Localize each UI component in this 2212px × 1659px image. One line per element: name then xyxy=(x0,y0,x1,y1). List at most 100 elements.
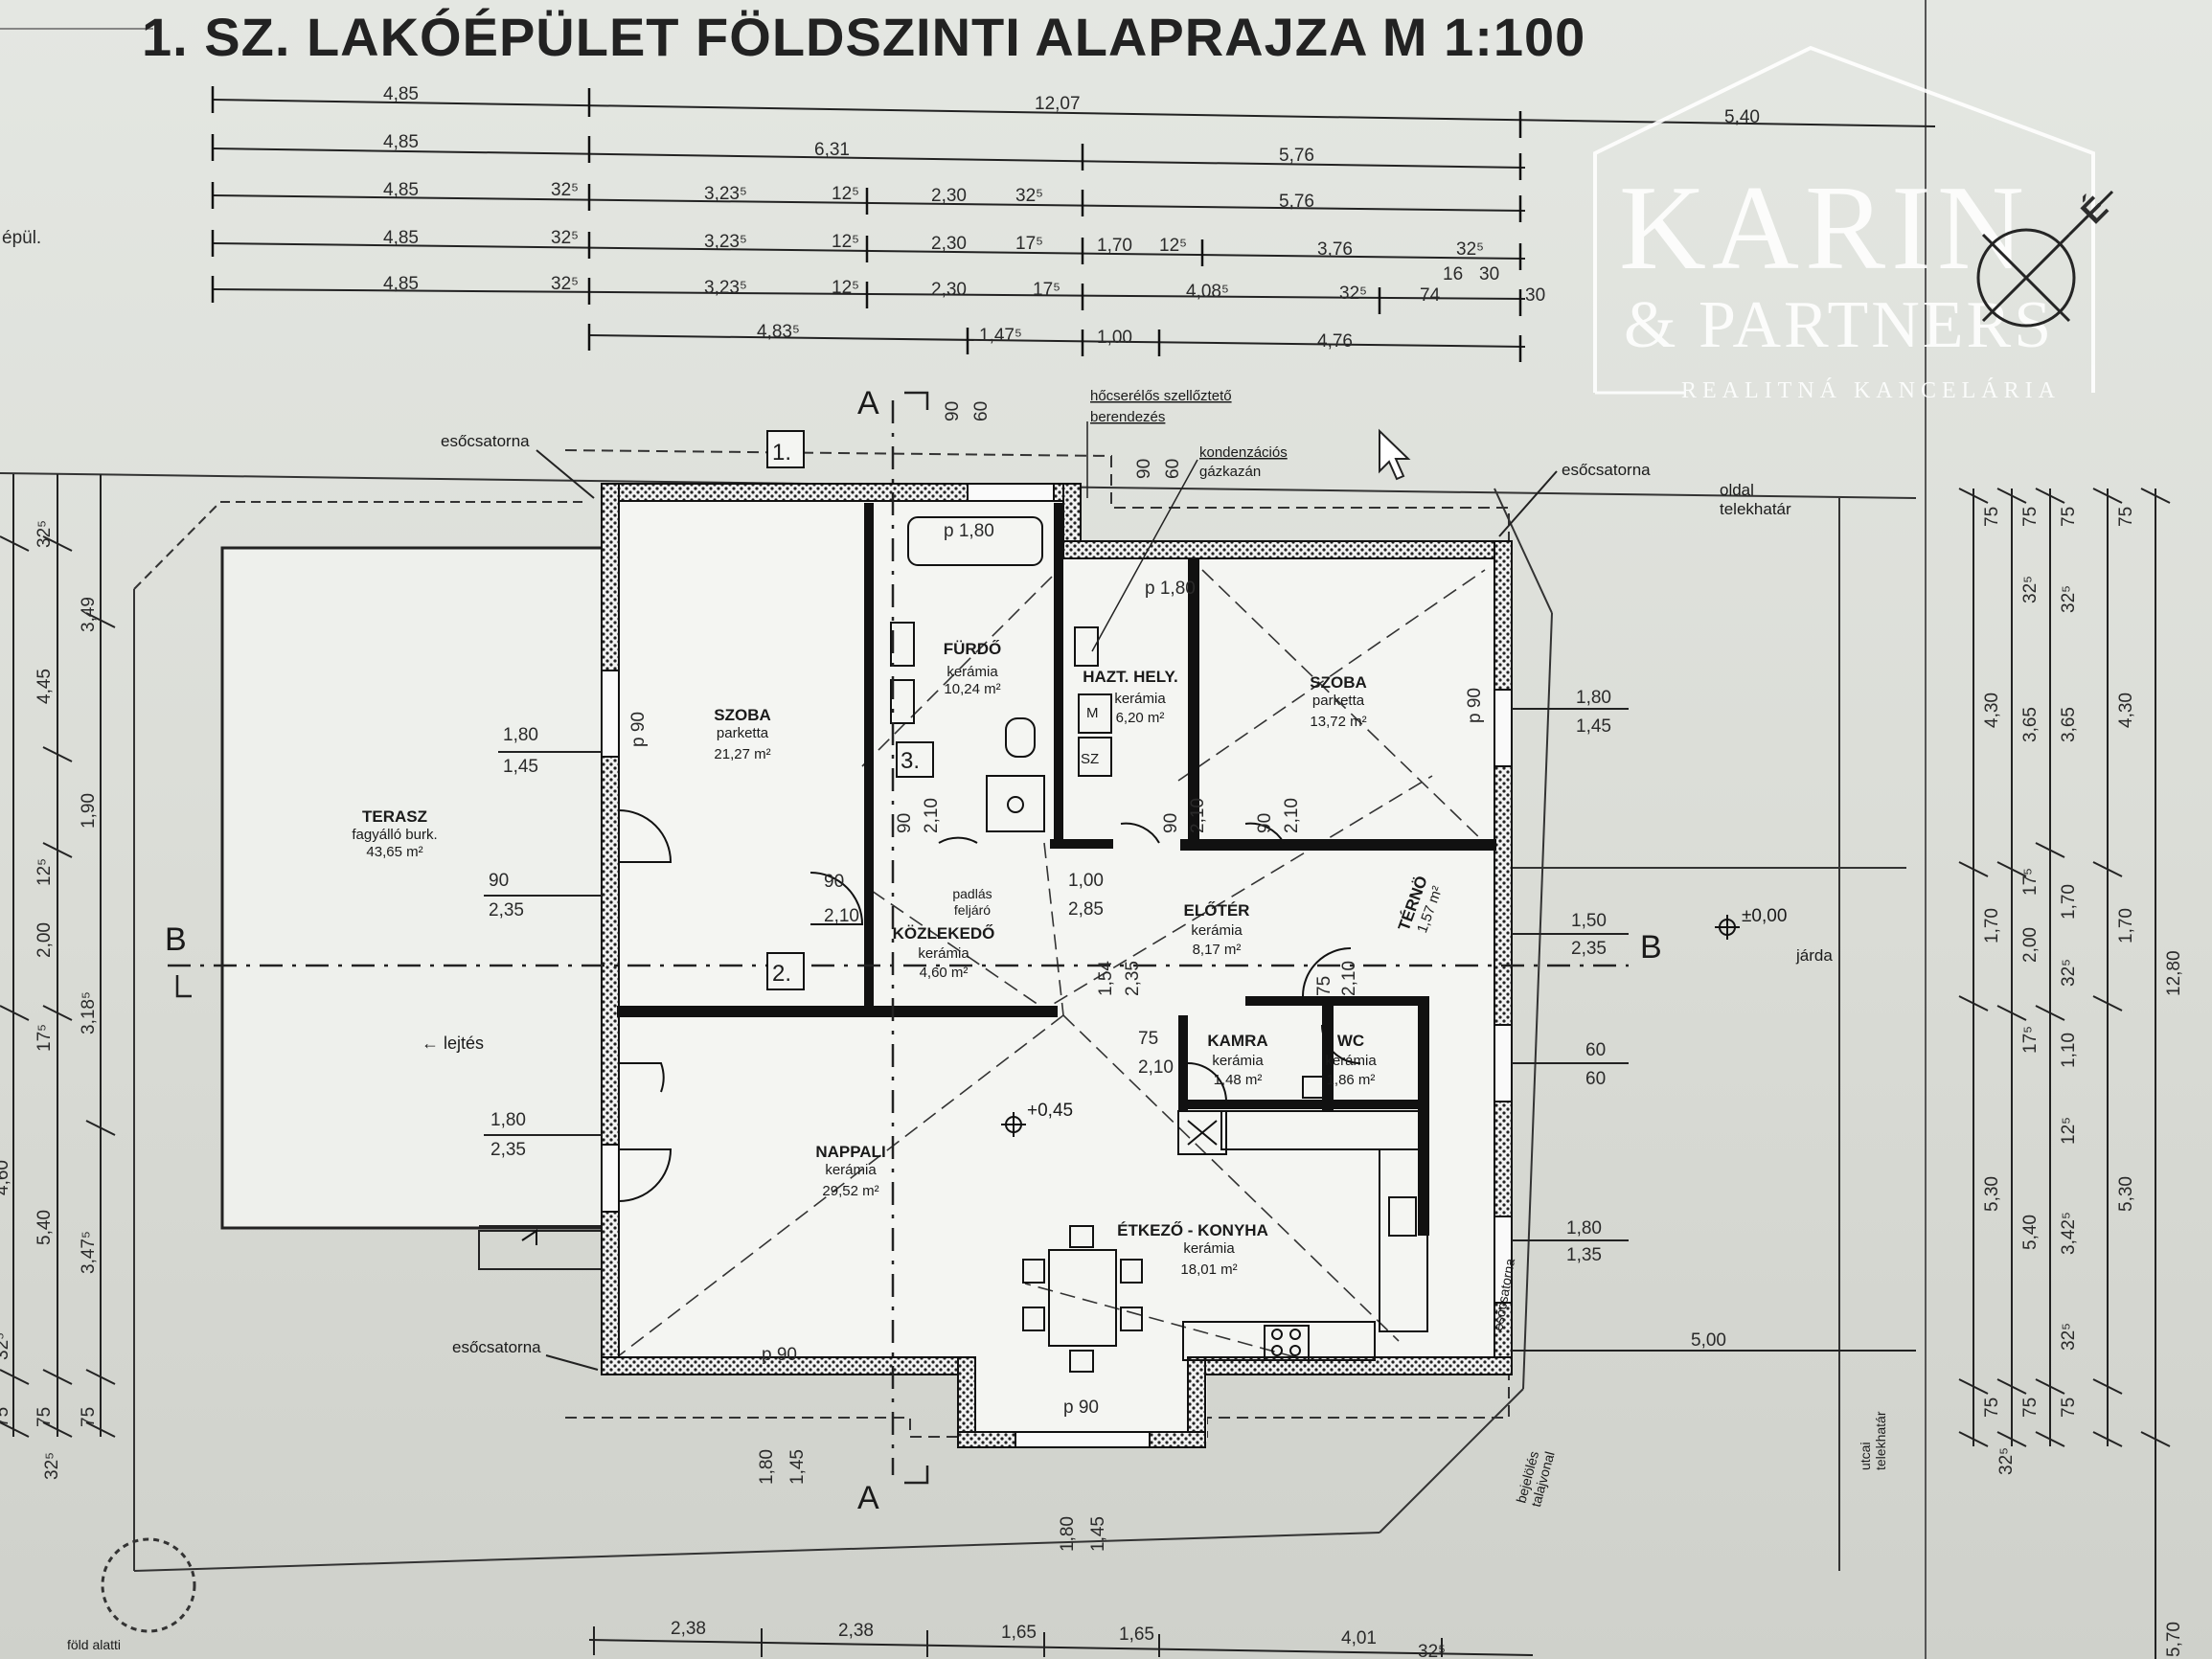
dim-r3-5: 32⁵ xyxy=(1015,186,1043,206)
windows xyxy=(601,483,1513,1448)
dim-r4-1: 32⁵ xyxy=(551,228,579,248)
dim-r5-7: 32⁵ xyxy=(1339,284,1367,304)
room-szoba2-finish: parketta xyxy=(1312,693,1365,709)
room-hazt-name: HAZT. HELY. xyxy=(1083,668,1178,686)
gutter-label-1: esőcsatorna xyxy=(441,432,530,450)
left-dimension-lines xyxy=(0,474,116,1438)
padlas-line2: feljáró xyxy=(954,902,991,918)
svg-text:3,49: 3,49 xyxy=(79,597,99,632)
svg-text:12,80: 12,80 xyxy=(2164,950,2184,996)
d-padlas-top: 1,00 xyxy=(1068,871,1104,891)
svg-text:75: 75 xyxy=(1314,976,1334,996)
w-left-top: 1,80 xyxy=(503,725,538,745)
svg-text:4,01: 4,01 xyxy=(1341,1628,1377,1648)
w-left-bot: 1,45 xyxy=(503,757,538,777)
dim-r5-3: 12⁵ xyxy=(832,278,859,298)
dining-table xyxy=(1022,1225,1143,1373)
w-nappali-bot: 2,35 xyxy=(490,1140,526,1160)
recuperator-1: hőcserélős szellőztető xyxy=(1090,388,1232,404)
svg-text:5,70: 5,70 xyxy=(2164,1622,2184,1657)
svg-text:5,30: 5,30 xyxy=(2116,1176,2136,1212)
room-eloter-area: 8,17 m² xyxy=(1193,942,1242,958)
d-szoba-top: 90 xyxy=(824,872,844,892)
svg-text:75: 75 xyxy=(1982,507,2002,527)
annotations: esőcsatorna esőcsatorna esőcsatorna esőc… xyxy=(67,388,1916,1652)
svg-text:2,38: 2,38 xyxy=(671,1619,706,1639)
section-b-right: B xyxy=(1640,929,1662,966)
bottom-dimension-line xyxy=(588,1626,1534,1657)
dim-r3-6: 5,76 xyxy=(1279,192,1314,212)
svg-text:4,45: 4,45 xyxy=(34,669,55,704)
dim-r3-1: 32⁵ xyxy=(551,180,579,200)
svg-text:p 90: p 90 xyxy=(1465,688,1485,723)
dist-500: 5,00 xyxy=(1691,1330,1726,1351)
left-dimension-values: 32⁵ 3,49 4,45 1,90 12⁵ 2,00 17⁵ 3,18⁵ 4,… xyxy=(0,520,99,1480)
svg-text:75: 75 xyxy=(1982,1398,2002,1418)
room-wc-name: WC xyxy=(1337,1032,1364,1050)
dim-r5-2: 3,23⁵ xyxy=(704,278,747,298)
section-a-bottom: A xyxy=(857,1480,879,1516)
svg-text:1,70: 1,70 xyxy=(1982,908,2002,943)
svg-text:1,80: 1,80 xyxy=(1058,1516,1078,1552)
svg-text:90: 90 xyxy=(1161,813,1181,833)
terrace-steps xyxy=(478,1230,604,1270)
room-wc-area: 1,86 m² xyxy=(1327,1072,1376,1088)
drawing-title: 1. SZ. LAKÓÉPÜLET FÖLDSZINTI ALAPRAJZA M… xyxy=(142,7,1585,67)
svg-text:75: 75 xyxy=(2059,507,2079,527)
mouse-cursor-icon xyxy=(1379,428,1411,481)
level-nappali: +0,45 xyxy=(1027,1101,1073,1121)
svg-text:2,35: 2,35 xyxy=(1123,961,1143,996)
watermark-logo: KARIN & PARTNERS REALITNÁ KANCELÁRIA É xyxy=(1593,45,2115,403)
side-boundary-1: oldal xyxy=(1720,481,1754,499)
right-dimension-values: 75 75 75 75 32⁵ 32⁵ 4,30 3,65 3,65 4,30 … xyxy=(1982,507,2184,1657)
markers xyxy=(766,430,934,990)
dim-r4-8: 3,76 xyxy=(1317,239,1353,260)
bathtub-icon xyxy=(907,516,1043,566)
marker-1: 1. xyxy=(772,440,791,466)
room-wc-finish: kerámia xyxy=(1325,1053,1377,1069)
street-boundary-1: utcai xyxy=(1858,1442,1873,1470)
dim-r4-4: 2,30 xyxy=(931,234,967,254)
side-boundary-2: telekhatár xyxy=(1720,500,1791,518)
terrace-area xyxy=(220,546,607,1230)
svg-text:1,70: 1,70 xyxy=(2116,908,2136,943)
kitchen-fixtures xyxy=(1177,1110,1428,1361)
dim-r5-6: 4,08⁵ xyxy=(1186,282,1229,302)
room-terasz-name: TERASZ xyxy=(362,807,427,826)
door-terrace-top: 90 xyxy=(489,871,509,891)
dim-r5-9: 16 xyxy=(1443,264,1463,284)
top-dimension-values: 4,85 12,07 5,40 4,85 6,31 5,76 4,85 32⁵ … xyxy=(383,84,1760,352)
svg-text:1,65: 1,65 xyxy=(1119,1625,1154,1645)
marker-2: 2. xyxy=(772,961,791,987)
svg-text:32⁵: 32⁵ xyxy=(2059,585,2079,613)
section-b-left: B xyxy=(165,921,187,958)
dim-r3-2: 3,23⁵ xyxy=(704,184,747,204)
room-terasz-area: 43,65 m² xyxy=(366,844,422,860)
room-furdo-finish: kerámia xyxy=(946,664,998,680)
bath-sz-label: SZ xyxy=(1081,751,1099,767)
room-konyha-area: 18,01 m² xyxy=(1180,1261,1237,1278)
top-dimension-ticks xyxy=(211,86,1522,362)
door-terrace-bot: 2,35 xyxy=(489,900,524,920)
svg-text:75: 75 xyxy=(2020,1398,2041,1418)
dim-r4-2: 3,23⁵ xyxy=(704,232,747,252)
room-szoba1-area: 21,27 m² xyxy=(714,746,770,762)
dim-r6-0: 4,83⁵ xyxy=(757,322,800,342)
svg-text:32⁵: 32⁵ xyxy=(42,1452,62,1480)
room-kozlekedo-finish: kerámia xyxy=(918,945,969,962)
well-symbol xyxy=(101,1537,196,1633)
d-szoba-bot: 2,10 xyxy=(824,906,859,926)
dim-r6-1: 1,47⁵ xyxy=(979,326,1022,346)
w-nappali-top: 1,80 xyxy=(490,1110,526,1130)
w-wc-bot: 60 xyxy=(1585,1069,1606,1089)
gutter-label-3: esőcsatorna xyxy=(452,1338,541,1356)
svg-text:32⁵: 32⁵ xyxy=(2059,1323,2079,1351)
svg-text:75: 75 xyxy=(2116,507,2136,527)
svg-text:32⁵: 32⁵ xyxy=(2020,576,2041,603)
svg-text:12⁵: 12⁵ xyxy=(34,858,55,886)
north-arrow-icon xyxy=(1976,228,2076,328)
d-padlas-bot: 2,85 xyxy=(1068,899,1104,920)
dim-r6-2: 1,00 xyxy=(1097,328,1132,348)
room-kamra-name: KAMRA xyxy=(1207,1032,1267,1050)
jarda-label: járda xyxy=(1795,946,1833,965)
